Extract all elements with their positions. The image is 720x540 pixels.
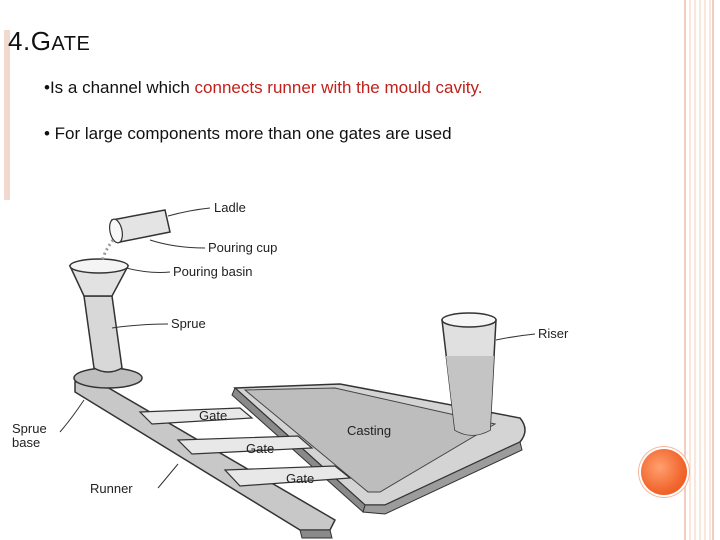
slide-title: 4.GATE: [8, 26, 90, 57]
label-riser: Riser: [538, 326, 569, 341]
label-sprue-base-line1: Sprue: [12, 421, 47, 436]
label-pouring-basin: Pouring basin: [173, 264, 253, 279]
bullet-item-2: • For large components more than one gat…: [44, 122, 482, 146]
bullet-mark: •: [44, 78, 50, 97]
label-gate-2: Gate: [246, 441, 274, 456]
label-sprue: Sprue: [171, 316, 206, 331]
bullet-mark: •: [44, 124, 50, 143]
right-decorative-band: [684, 0, 714, 540]
bullet-text: Is a channel which: [49, 78, 195, 97]
ladle: [100, 209, 171, 263]
label-runner: Runner: [90, 481, 133, 496]
label-gate-3: Gate: [286, 471, 314, 486]
title-rest: ATE: [51, 33, 91, 55]
label-pouring-cup: Pouring cup: [208, 240, 277, 255]
bullet-item-1: •Is a channel which connects runner with…: [44, 76, 482, 100]
label-casting: Casting: [347, 423, 391, 438]
bullet-highlight: connects runner with the mould cavity.: [194, 78, 483, 97]
casting-block: [243, 387, 497, 493]
label-ladle: Ladle: [214, 200, 246, 215]
gating-system-diagram: Ladle Pouring cup Pouring basin Sprue Ri…: [12, 200, 569, 539]
gate-3: [223, 465, 352, 487]
left-accent-rule: [4, 30, 10, 200]
riser-cylinder: [441, 312, 497, 436]
label-sprue-base-line2: base: [12, 435, 40, 450]
bullet-text: For large components more than one gates…: [49, 124, 452, 143]
leader-lines: [59, 207, 536, 489]
gate-2: [176, 435, 314, 455]
title-first-letter: G: [30, 26, 52, 56]
label-gate-1: Gate: [199, 408, 227, 423]
gate-1: [138, 407, 254, 425]
orange-circle-decoration: [641, 449, 687, 495]
bullet-list: •Is a channel which connects runner with…: [44, 76, 482, 168]
sprue-funnel: [68, 258, 130, 373]
title-number: 4.: [8, 26, 31, 56]
